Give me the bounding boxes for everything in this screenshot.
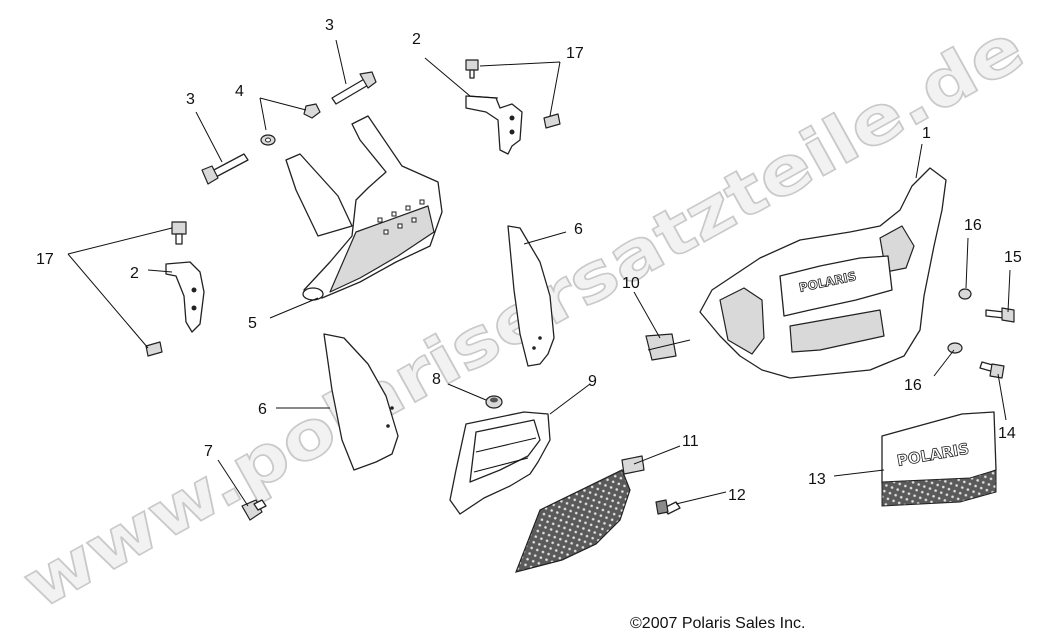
bolt-14-part	[979, 361, 1005, 379]
fastener-17-part	[145, 59, 561, 357]
side-panel-lower-part	[323, 333, 399, 471]
front-bumper-part: POLARIS	[699, 167, 947, 379]
bolt-15-part	[985, 307, 1015, 323]
callout-12: 12	[728, 487, 746, 504]
nut-4-part	[260, 103, 321, 146]
bolt-3-upper-part	[331, 71, 377, 105]
callout-9: 9	[588, 373, 597, 390]
callout-6: 6	[574, 221, 583, 238]
callout-3: 3	[325, 17, 334, 34]
callout-2: 2	[130, 265, 139, 282]
callout-6: 6	[258, 401, 267, 418]
callout-4: 4	[235, 83, 244, 100]
front-frame-part	[285, 115, 443, 301]
callout-11: 11	[682, 433, 699, 450]
callout-16: 16	[964, 217, 982, 234]
callout-17: 17	[566, 45, 584, 62]
leader-lines	[67, 39, 1011, 507]
callout-13: 13	[808, 471, 826, 488]
callout-1: 1	[922, 125, 931, 142]
callouts: 3 2 17 3 4 1 16 15 6 17 2 10 5 16 8 9 6 …	[36, 17, 1022, 504]
callout-5: 5	[248, 315, 257, 332]
bracket-upper-part	[465, 95, 523, 155]
callout-17: 17	[36, 251, 54, 268]
callout-2: 2	[412, 31, 421, 48]
grommet-8-part	[485, 395, 503, 409]
bolt-3-left-part	[201, 153, 249, 185]
copyright-text: ©2007 Polaris Sales Inc.	[630, 615, 805, 632]
mesh-screen-part	[515, 455, 645, 573]
screw-12-part	[655, 499, 681, 515]
callout-15: 15	[1004, 249, 1022, 266]
nameplate-part: POLARIS	[881, 411, 997, 507]
callout-14: 14	[998, 425, 1016, 442]
grille-frame-part	[449, 411, 551, 515]
callout-7: 7	[204, 443, 213, 460]
side-panel-upper-part	[507, 225, 555, 367]
callout-3: 3	[186, 91, 195, 108]
callout-16: 16	[904, 377, 922, 394]
callout-10: 10	[622, 275, 640, 292]
washer-16-part	[947, 288, 972, 354]
callout-8: 8	[432, 371, 441, 388]
bracket-lower-part	[165, 261, 205, 333]
